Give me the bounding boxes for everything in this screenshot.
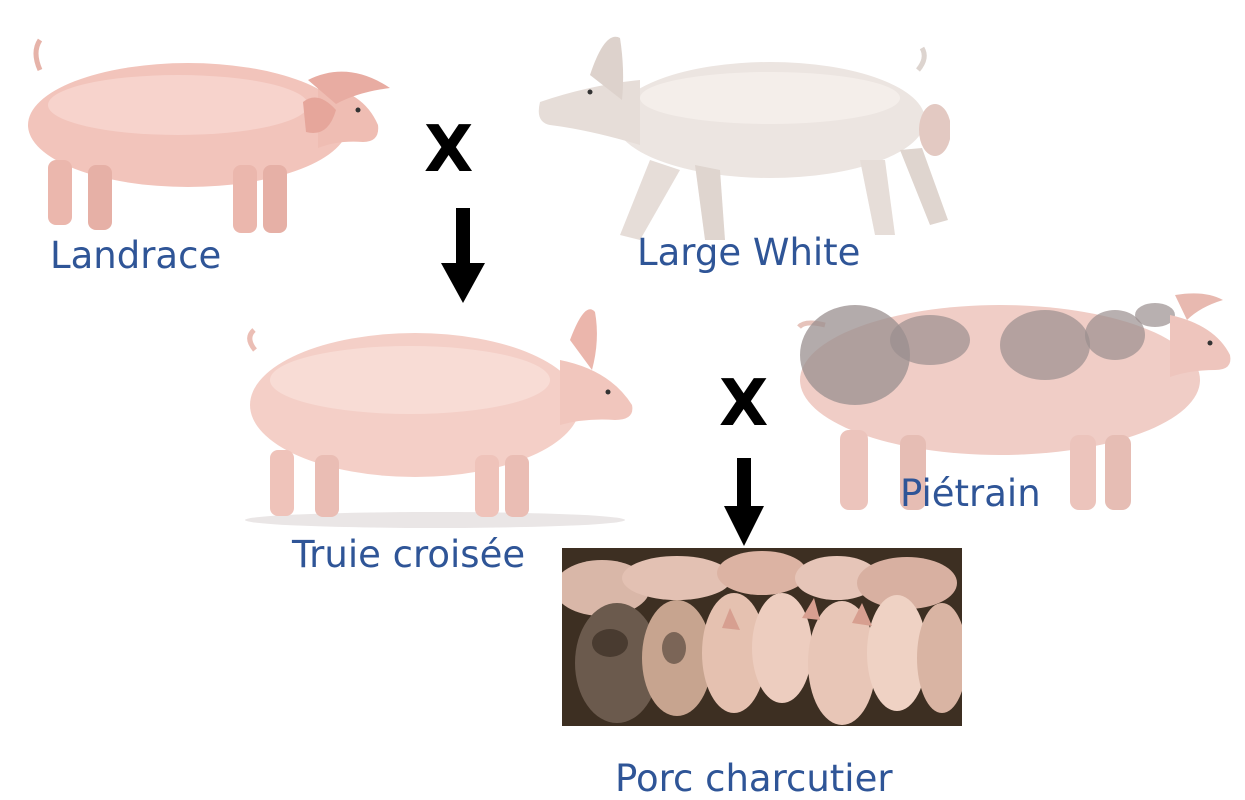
cross-sow-pig-image xyxy=(240,300,640,530)
cross-symbol-top: X xyxy=(424,118,473,182)
landrace-label: Landrace xyxy=(50,237,221,274)
cross-symbol-middle: X xyxy=(719,372,768,436)
market-pig-label: Porc charcutier xyxy=(615,760,893,797)
down-arrow-middle-icon xyxy=(724,458,764,546)
cross-sow-label: Truie croisée xyxy=(292,536,525,573)
down-arrow-top-icon xyxy=(441,208,485,303)
pietrain-label: Piétrain xyxy=(900,475,1041,512)
large-white-label: Large White xyxy=(637,234,860,271)
large-white-pig-image xyxy=(530,30,950,245)
market-pigs-photo xyxy=(562,548,962,726)
landrace-pig-image xyxy=(18,30,393,240)
